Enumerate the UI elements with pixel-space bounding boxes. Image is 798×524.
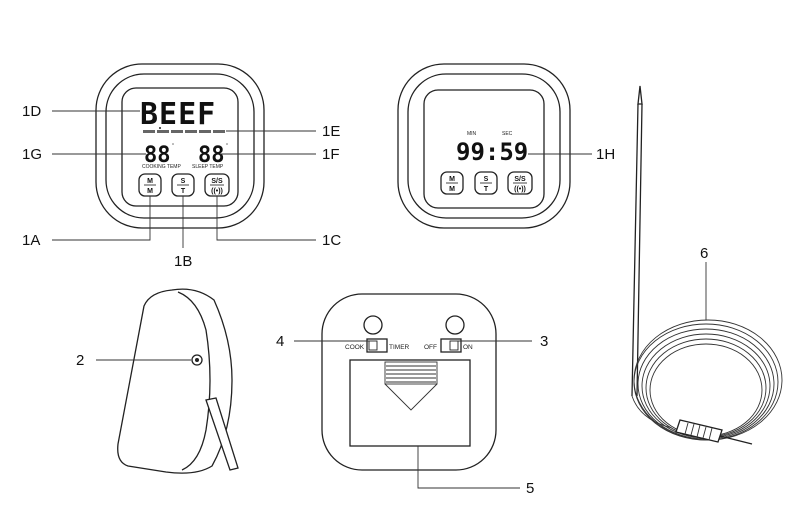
timer-st-top: S [484,176,489,183]
side-body [117,288,233,474]
timer-lcd-time: 99:59 [456,138,528,166]
timer-ss-bottom: ((•)) [514,186,526,193]
timer-ss-top: S/S [514,176,526,183]
lcd-indicator-dot [159,127,161,129]
leader-1A [52,196,151,241]
side-stand-leg [205,397,239,471]
callout-1D: 1D [22,103,41,120]
callout-1H: 1H [596,146,615,163]
back-view: COOK TIMER OFF ON 4 3 5 [276,293,548,497]
back-magnet-right [445,315,465,335]
lcd-small-right: SLEEP TEMP [192,164,224,170]
st-button[interactable]: S T [171,173,195,197]
timer-mm-top: M [449,176,455,183]
probe-plug [675,419,753,445]
timer-st-button[interactable]: S T [474,171,498,195]
mm-button-top: M [147,178,153,185]
st-button-top: S [181,178,186,185]
mm-button[interactable]: M M [138,173,162,197]
back-magnet-left [363,315,383,335]
lcd-small-left: COOKING TEMP [142,164,181,170]
callout-5: 5 [526,480,534,497]
st-button-bottom: T [181,188,186,195]
front-view: BEEF 88 ° 88 ° COOKING TEMP SLEEP TEMP M… [22,63,341,270]
probe-jack-hole [195,358,199,362]
timer-label-min: MIN [467,131,477,137]
probe-cable-lead [631,395,673,429]
probe-shaft [631,103,643,397]
leader-5 [417,446,520,489]
mode-switch-knob [368,340,378,351]
callout-2: 2 [76,352,84,369]
timer-inner-bezel [407,73,561,219]
lcd-unit-left: ° [172,143,174,149]
switch-left-label-b: TIMER [389,344,410,351]
switch-left-label-a: COOK [345,344,365,351]
mm-button-bottom: M [147,188,153,195]
timer-screen [423,89,545,209]
front-inner-bezel [105,73,255,219]
power-switch-knob [449,340,459,351]
callout-1C: 1C [322,232,341,249]
switch-right-label-a: OFF [424,344,437,351]
callout-6: 6 [700,245,708,262]
callout-1A: 1A [22,232,40,249]
timer-ss-button[interactable]: S/S ((•)) [507,171,533,195]
callout-4: 4 [276,333,284,350]
stand-hinge [384,361,438,411]
callout-3: 3 [540,333,548,350]
ss-button[interactable]: S/S ((•)) [204,173,230,197]
timer-label-sec: SEC [502,131,513,137]
lcd-unit-right: ° [226,143,228,149]
battery-cover[interactable] [349,359,471,447]
callout-1B: 1B [174,253,192,270]
side-face-curve [177,291,211,471]
lcd-temp-right: 88 [198,143,225,168]
timer-mm-bottom: M [449,186,455,193]
leader-1C [216,196,316,241]
timer-st-bottom: T [484,186,489,193]
callout-1E: 1E [322,123,340,140]
probe-tip [637,85,643,105]
probe-view: 6 [631,85,783,445]
ss-button-top: S/S [211,178,223,185]
lcd-temp-left: 88 [144,143,171,168]
ss-button-bottom: ((•)) [211,188,223,195]
switch-right-label-b: ON [463,344,473,351]
lcd-word: BEEF [140,97,216,132]
callout-1G: 1G [22,146,42,163]
callout-1F: 1F [322,146,340,163]
timer-mm-button[interactable]: M M [440,171,464,195]
side-view: 2 [76,288,239,474]
front-screen [121,87,239,207]
lcd-bar-segments [143,130,225,133]
timer-view: MIN SEC 99:59 M M S T S/S ((•)) 1H [397,63,615,229]
